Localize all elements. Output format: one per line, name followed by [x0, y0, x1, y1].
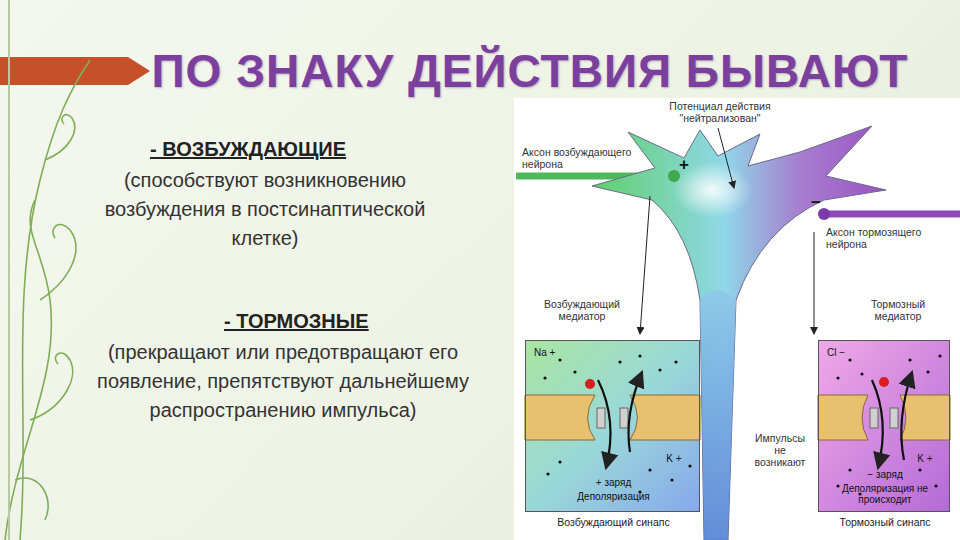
ion-label: Cl − [827, 347, 867, 358]
charge-label: + заряд [530, 477, 697, 488]
neuron-axon [700, 290, 736, 540]
receptor [597, 408, 898, 428]
title-arrow [0, 57, 150, 85]
category-description: (прекращают или предотвращают его появле… [88, 338, 478, 425]
process-label: Деполяризация не происходит [823, 483, 947, 505]
membrane [525, 395, 950, 440]
charge-sign: − [808, 194, 824, 211]
slide-title: ПО ЗНАКУ ДЕЙСТВИЯ БЫВАЮТ [125, 44, 935, 98]
diagram-label: Аксон тормозящего нейрона [826, 226, 956, 250]
diagram-label: Потенциал действия "нейтрализован" [640, 100, 800, 124]
inset-caption: Тормозный синапс [819, 517, 951, 528]
vine-decoration [5, 60, 90, 540]
excitatory-terminal [668, 170, 680, 182]
inset-caption: Возбуждающий синапс [526, 517, 701, 528]
diagram-label: Возбуждающий медиатор [532, 298, 632, 322]
diagram-label: Импульсы не возникают [748, 432, 812, 468]
category-description: (способствуют возникновению возбуждения … [100, 166, 430, 253]
diagram-label: Аксон возбуждающего нейрона [522, 146, 642, 170]
ion-label: K + [654, 453, 694, 464]
diagram-label: Тормозный медиатор [848, 298, 948, 322]
synapse-inset: Na +K ++ зарядДеполяризацияВозбуждающий … [525, 340, 700, 512]
leader-line [718, 128, 734, 188]
charge-sign: + [676, 156, 692, 173]
mediator-molecule [879, 377, 889, 387]
figure-panel [514, 98, 960, 540]
ion-label: Na + [534, 347, 574, 358]
inhibitory-inset-ground [818, 340, 950, 512]
leader-line [640, 196, 650, 334]
mediator-molecule [585, 379, 595, 389]
process-label: Деполяризация [530, 491, 697, 502]
ion-label: K + [905, 453, 945, 464]
category-heading: - ТОРМОЗНЫЕ [224, 310, 369, 333]
charge-label: − заряд [823, 469, 947, 480]
leader-line [814, 232, 815, 334]
excitatory-inset-ground [525, 340, 700, 512]
ion-flow-arrow [598, 372, 912, 468]
inhibitory-axon [826, 211, 960, 218]
category-heading: - ВОЗБУЖДАЮЩИЕ [150, 138, 346, 161]
synapse-inset: Cl − K + − зарядДеполяризация не происходи… [818, 340, 950, 512]
